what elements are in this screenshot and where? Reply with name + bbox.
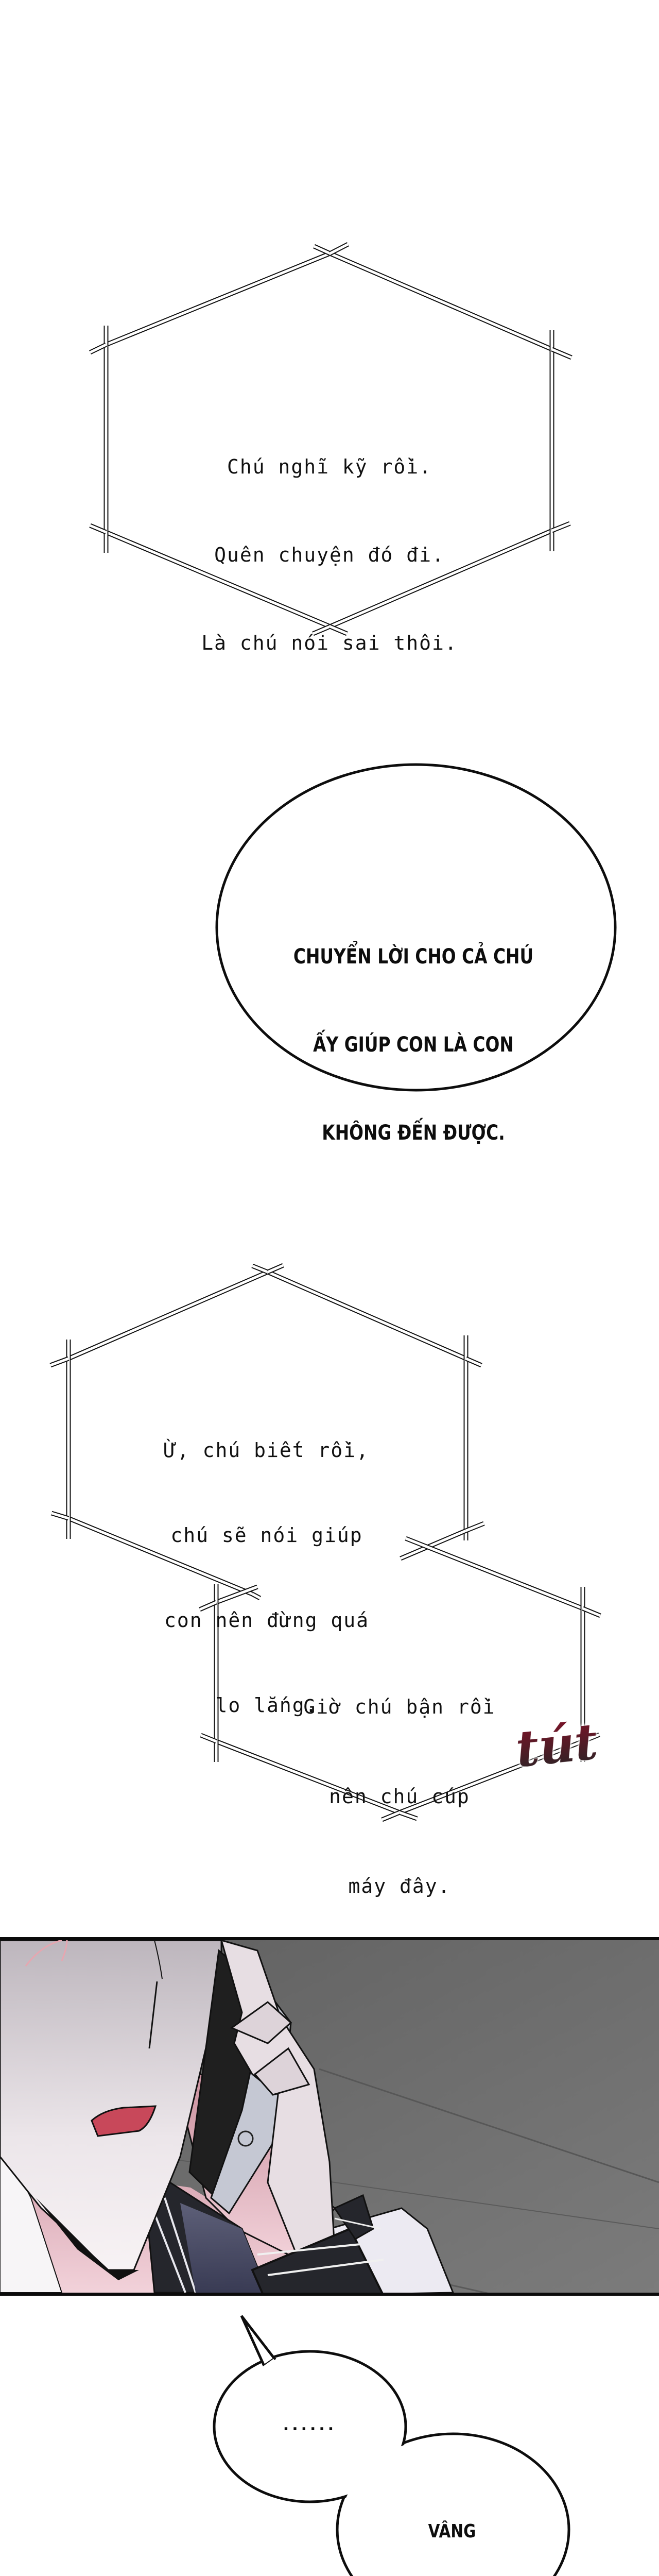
caption-3-text: Giờ chú bận rồi nên chú cúp máy đây. [245, 1632, 554, 1931]
double-speech-bubble [213, 2315, 570, 2576]
caption-3-line: nên chú cúp [329, 1785, 470, 1808]
caption-2-line: chú sẽ nói giúp [170, 1524, 363, 1547]
caption-2-text: Ừ, chú biết rồi, chú sẽ nói giúp con nên… [112, 1380, 421, 1748]
speech-bubble-2-ellipsis: ...... [283, 2416, 337, 2434]
caption-2-line: con nên đừng quá [164, 1609, 370, 1632]
comic-panel-phone-call [0, 1937, 659, 2296]
hexagon-caption-frame-1 [89, 242, 573, 636]
caption-2-line: lo lắng. [215, 1694, 318, 1717]
speech-1-line: ẤY GIÚP CON LÀ CON [313, 1033, 514, 1057]
phone-call-illustration [0, 1940, 659, 2293]
caption-1-line: Là chú nói sai thôi. [201, 632, 458, 654]
hexagon-caption-frame-2 [49, 1263, 485, 1600]
speech-1-line: CHUYỂN LỜI CHO CẢ CHÚ [293, 945, 534, 969]
caption-1-line: Chú nghĩ kỹ rồi. [227, 455, 432, 478]
speech-bubble-ellipse [215, 763, 617, 1092]
caption-frames-layer [49, 242, 617, 1822]
hexagon-caption-frame-3 [199, 1536, 601, 1822]
caption-3-line: Giờ chú bận rồi [303, 1696, 496, 1718]
caption-3-line: máy đây. [348, 1875, 451, 1897]
speech-bubble-2-reply: VÂNG [428, 2521, 476, 2542]
speech-1-line: KHÔNG ĐẾN ĐƯỢC. [322, 1121, 505, 1145]
caption-2-line: Ừ, chú biết rồi, [164, 1439, 370, 1462]
sound-effect-text: tút [513, 1712, 600, 1778]
caption-1-text: Chú nghĩ kỹ rồi. Quên chuyện đó đi. Là c… [175, 394, 484, 687]
speech-bubble-1-text: CHUYỂN LỜI CHO CẢ CHÚ ẤY GIÚP CON LÀ CON… [268, 884, 559, 1177]
caption-1-line: Quên chuyện đó đi. [214, 544, 445, 566]
mouth [91, 2105, 157, 2137]
